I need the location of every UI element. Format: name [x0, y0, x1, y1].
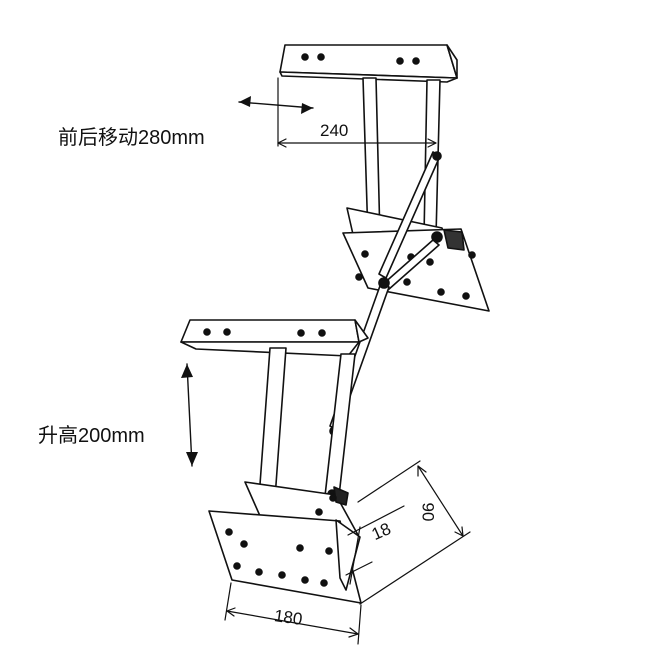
top-mount-bracket — [279, 44, 458, 83]
side-dimension-18 — [345, 505, 405, 585]
bottom-width-dimension-label: 180 — [272, 606, 304, 629]
bottom-dimension-180 — [224, 582, 362, 645]
move-arrow — [238, 96, 314, 114]
side-dimension-90 — [357, 460, 471, 605]
lift-arrow — [181, 363, 198, 467]
top-dimension-240 — [277, 77, 437, 148]
bottom-hinge-plate — [208, 481, 362, 604]
top-width-dimension-label: 240 — [320, 121, 349, 140]
lift-height-label: 升高200mm — [38, 425, 145, 447]
move-distance-label: 前后移动280mm — [58, 127, 205, 149]
side-depth-dimension-label: 90 — [418, 502, 438, 522]
bottom-vertical-arms — [258, 347, 356, 508]
